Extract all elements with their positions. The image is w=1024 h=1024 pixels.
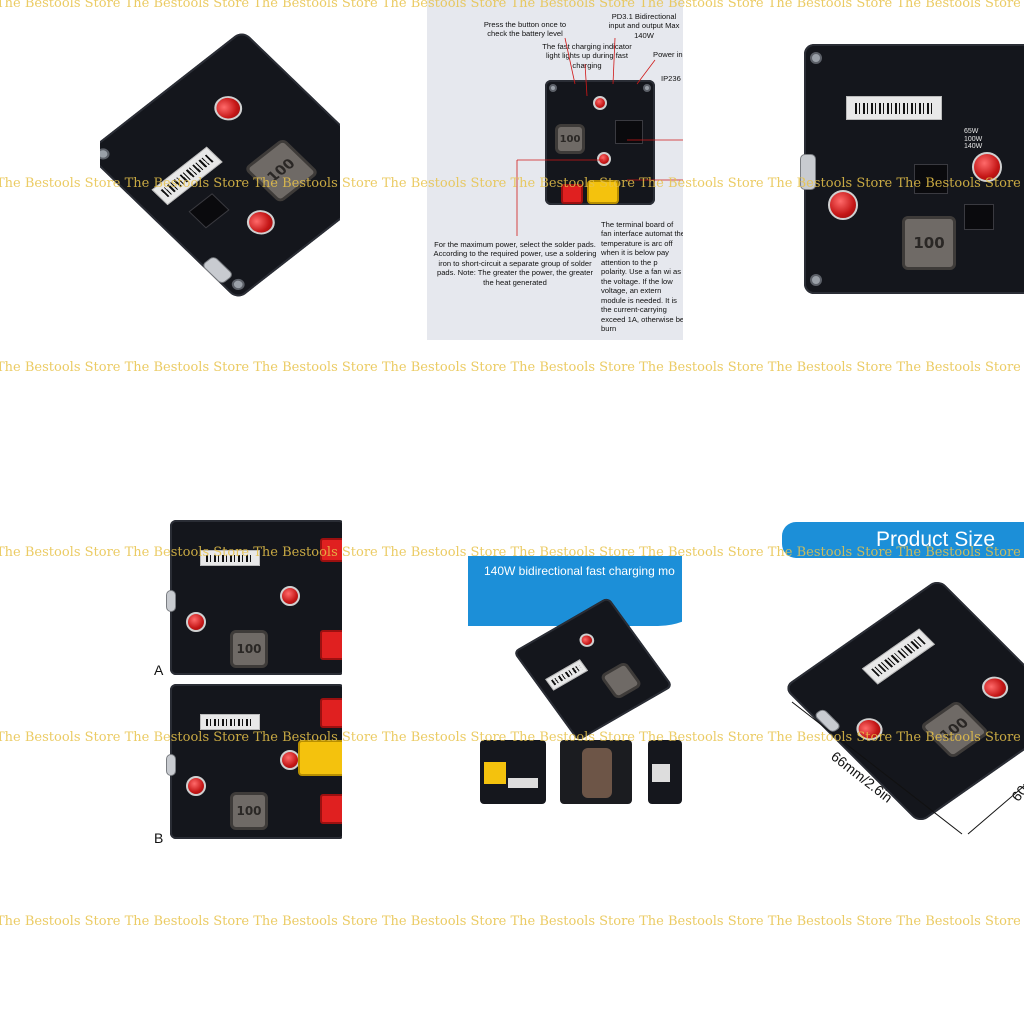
callout-ip: IP236	[661, 74, 681, 83]
watermark-row: The Bestools Store The Bestools Store Th…	[0, 360, 1020, 375]
barcode-label	[200, 714, 260, 730]
capacitor	[597, 152, 611, 166]
pcb-board-variant-b: 100	[166, 684, 342, 839]
inductor: 100	[902, 216, 956, 270]
product-size-panel: Product Size 100 66mm/2.6in 60m	[782, 516, 1024, 846]
capacitor	[576, 631, 598, 650]
red-connector	[320, 698, 342, 728]
callout-terminal: The terminal board of fan interface auto…	[601, 220, 683, 334]
red-connector	[100, 20, 144, 70]
capacitor	[280, 750, 300, 770]
capacitor	[241, 205, 281, 240]
inductor: 100	[243, 137, 320, 204]
capacitor	[208, 91, 248, 126]
pcb-board: 100 65W 100W 140W	[800, 44, 1024, 294]
xt60-connector	[587, 180, 619, 204]
capacitor	[186, 612, 206, 632]
callout-lines	[516, 37, 683, 236]
ic-chip	[964, 204, 994, 230]
red-connector	[320, 630, 342, 660]
capacitor	[593, 96, 607, 110]
mount-hole	[549, 84, 557, 92]
callout-max-power: For the maximum power, select the solder…	[433, 240, 597, 287]
annotated-diagram: Press the button once to check the batte…	[427, 0, 683, 340]
red-connector	[320, 538, 342, 562]
mount-hole	[810, 52, 822, 64]
callout-press-button: Press the button once to check the batte…	[483, 20, 567, 39]
usb-c-port	[166, 754, 176, 776]
barcode-label	[200, 550, 260, 566]
mount-hole	[643, 84, 651, 92]
pcb-board: 100	[545, 80, 655, 205]
callout-pd31: PD3.1 Bidirectional input and output Max…	[608, 12, 680, 40]
power-rating-labels: 65W 100W 140W	[964, 128, 983, 151]
ic-chip	[914, 164, 948, 194]
barcode-label	[545, 659, 589, 691]
capacitor	[972, 152, 1002, 182]
variant-b-label: B	[154, 830, 164, 846]
thumbnail-front	[480, 740, 546, 804]
xt60-connector	[298, 740, 342, 776]
variant-a-label: A	[154, 662, 164, 678]
inductor	[599, 660, 643, 701]
barcode-label	[846, 96, 942, 120]
product-size-title: Product Size	[876, 528, 996, 551]
thumbnail-back	[560, 740, 632, 804]
pcb-board-variant-a: 100	[166, 520, 342, 675]
inductor: 100	[230, 792, 268, 830]
usb-c-port	[800, 154, 816, 190]
callout-fast-indicator: The fast charging indicator light lights…	[542, 42, 632, 70]
product-size-banner: Product Size	[782, 522, 1024, 558]
capacitor	[186, 776, 206, 796]
thumbnail-side	[648, 740, 682, 804]
ic-chip	[188, 193, 230, 229]
banner-subtitle: 140W bidirectional fast charging mo	[484, 564, 675, 578]
pcb-board: 100	[100, 29, 340, 301]
watermark-row: The Bestools Store The Bestools Store Th…	[0, 914, 1020, 929]
product-photo-angled: 100	[100, 20, 340, 330]
mount-hole	[229, 276, 248, 293]
callout-power-indicator: Power in	[653, 50, 683, 59]
capacitor	[280, 586, 300, 606]
capacitor	[828, 190, 858, 220]
mount-hole	[810, 274, 822, 286]
usb-c-port	[166, 590, 176, 612]
dimension-lines	[791, 701, 1024, 835]
variant-comparison: 100 A 100 B	[150, 516, 342, 850]
product-photo-top: 100 65W 100W 140W	[800, 40, 1024, 300]
mount-hole	[100, 146, 113, 162]
banner-product-view: 140W bidirectional fast charging mo	[468, 556, 682, 806]
usb-c-port	[201, 255, 235, 285]
red-connector	[561, 184, 583, 204]
fan-connector	[100, 70, 132, 96]
inductor: 100	[555, 124, 585, 154]
red-connector	[320, 794, 342, 824]
inductor: 100	[230, 630, 268, 668]
